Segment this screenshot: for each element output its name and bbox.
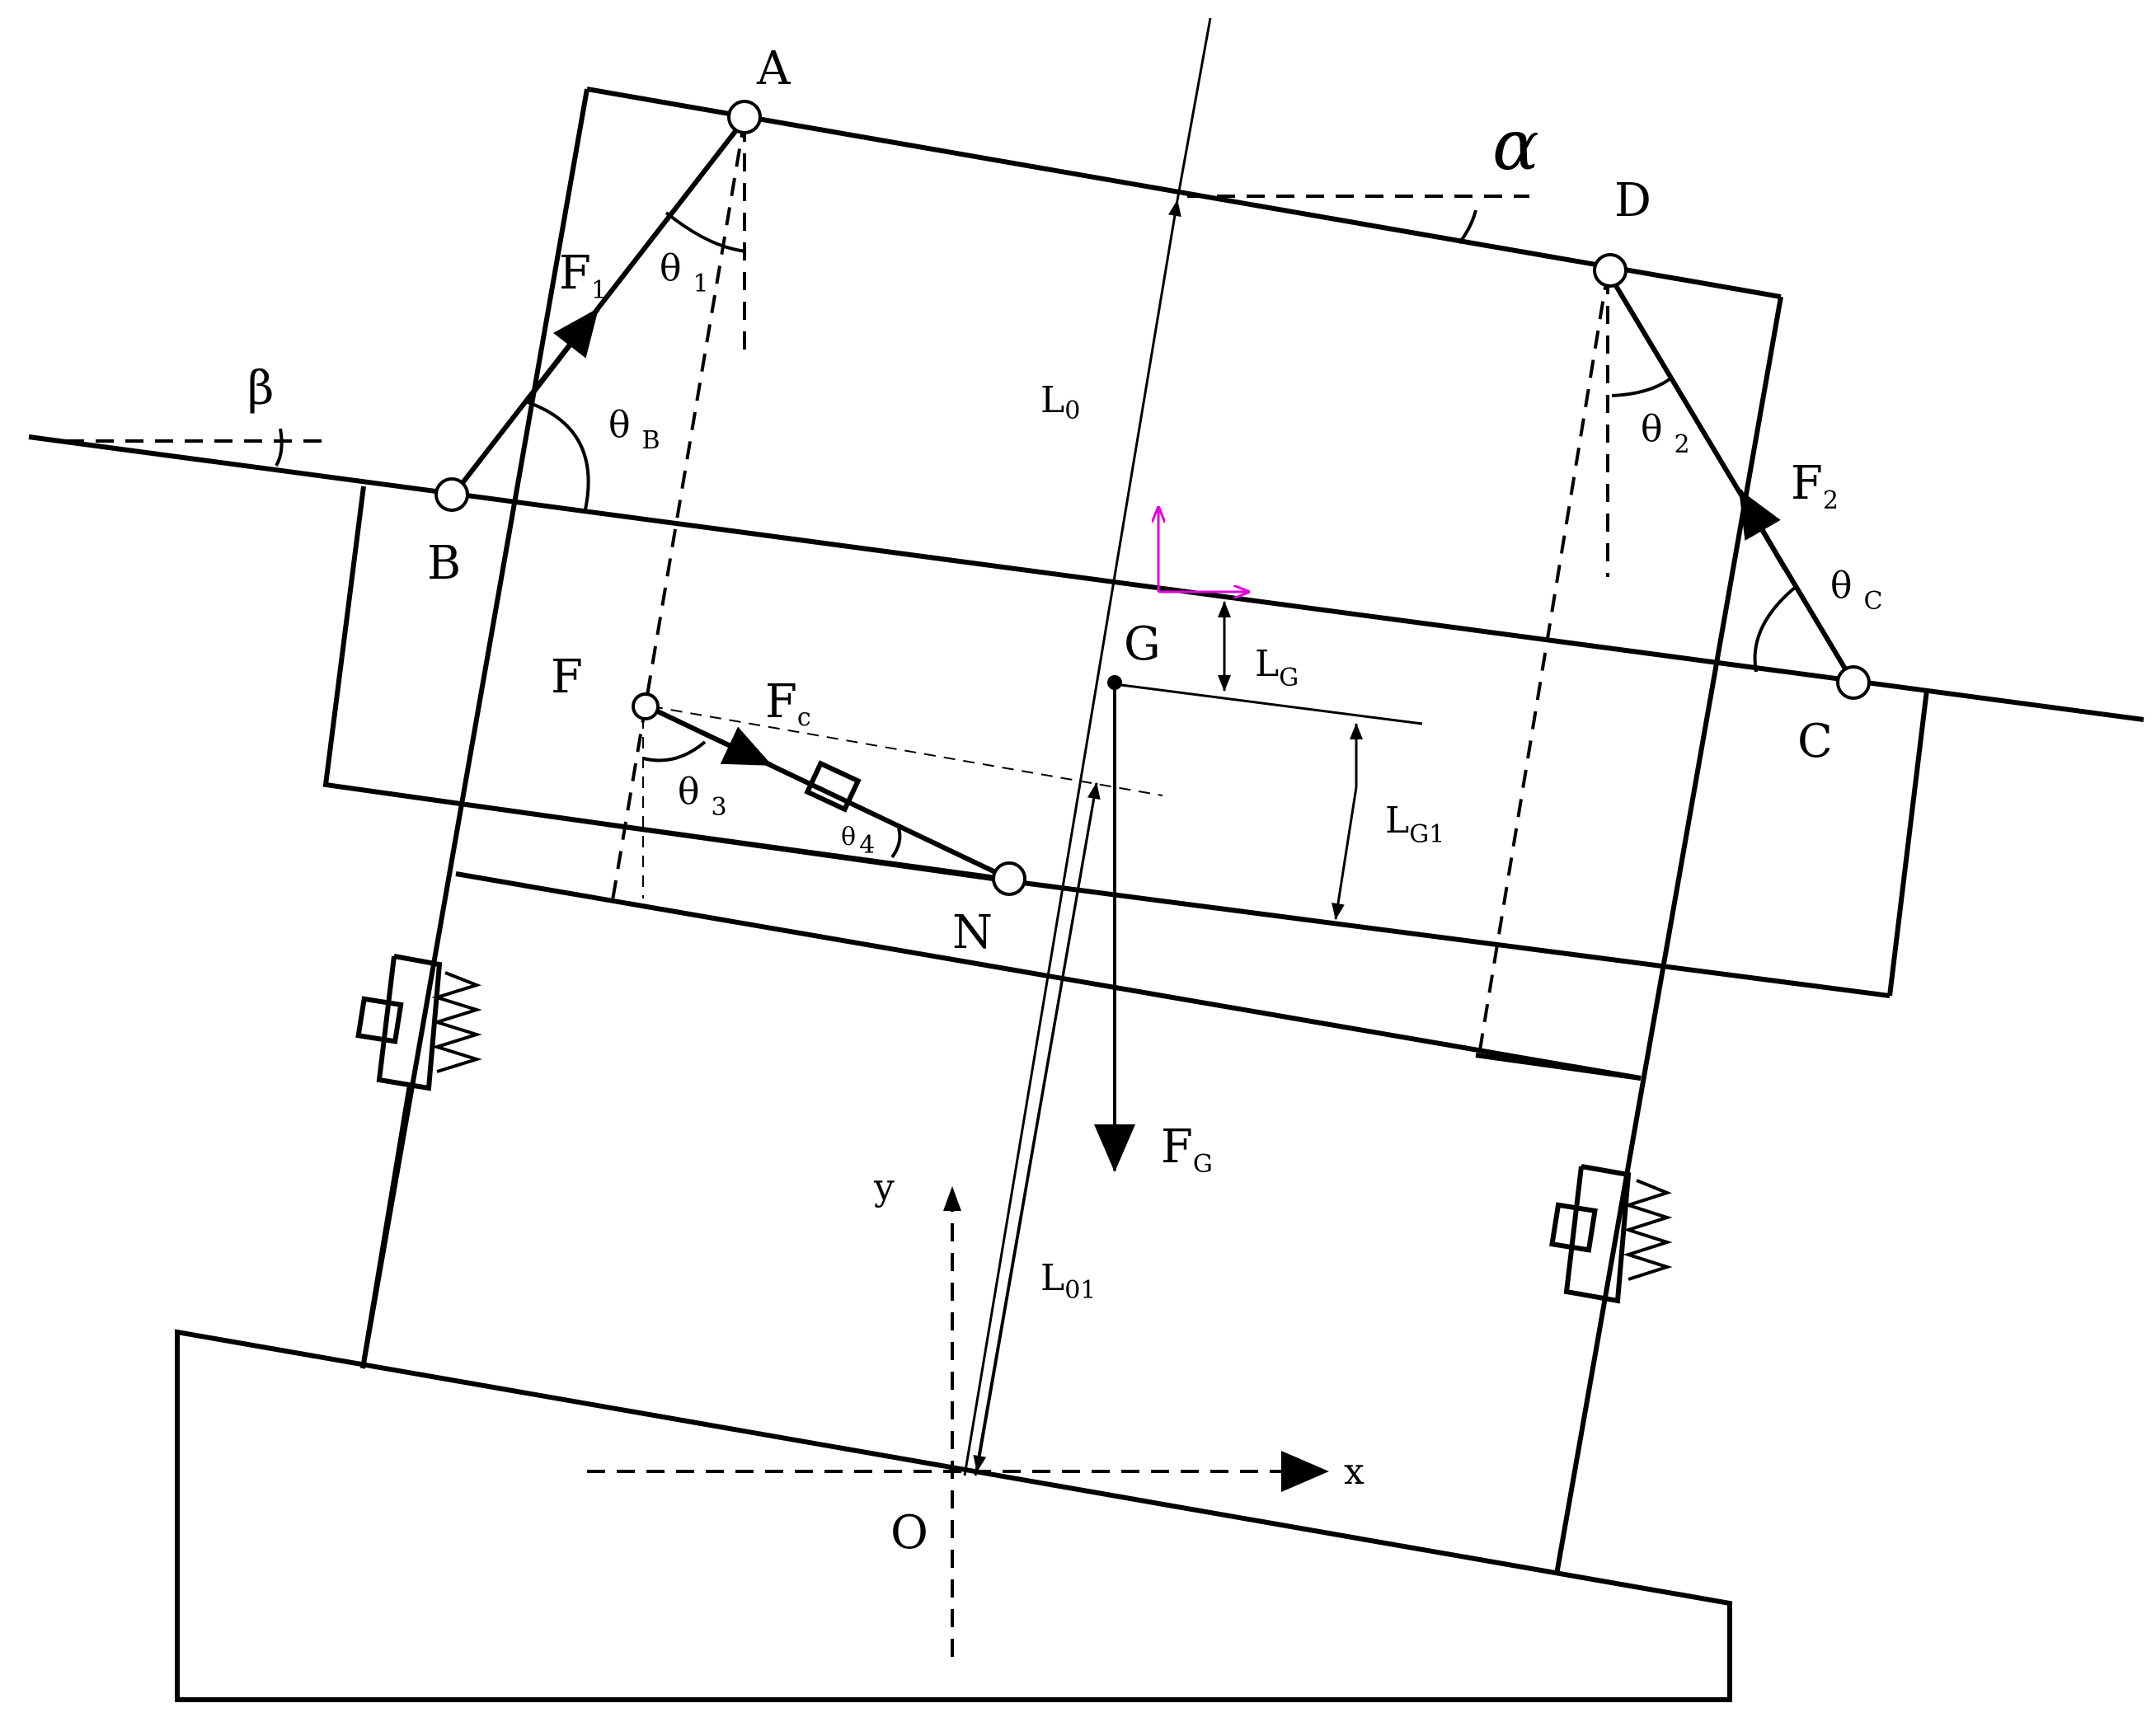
pins xyxy=(434,100,1871,896)
label-c: C xyxy=(1797,715,1833,768)
label-n: N xyxy=(952,906,993,959)
label-d: D xyxy=(1614,174,1651,228)
label-beta: β xyxy=(247,362,274,415)
angle-references xyxy=(66,124,1797,898)
label-f: F xyxy=(551,650,583,704)
label-g: G xyxy=(1124,617,1161,671)
pin-n xyxy=(992,861,1026,896)
label-o: O xyxy=(890,1506,928,1560)
pin-d xyxy=(1593,253,1628,288)
local-axes-g xyxy=(1158,507,1249,592)
label-lg: LG xyxy=(1255,643,1299,692)
label-fc: Fc xyxy=(765,675,811,732)
label-l0: L0 xyxy=(1040,379,1080,425)
damper-fn xyxy=(646,704,1009,880)
label-l01: L01 xyxy=(1040,1257,1096,1305)
pin-b xyxy=(434,477,469,512)
label-b: B xyxy=(427,537,461,590)
pin-a xyxy=(727,100,762,134)
right-spring-damper xyxy=(1549,1164,1673,1304)
hidden-edges xyxy=(610,119,1609,1056)
beam-bc xyxy=(28,434,2144,998)
pin-f xyxy=(632,692,660,720)
gravity-force xyxy=(1094,675,1135,1172)
label-y: y xyxy=(873,1166,895,1208)
pin-c xyxy=(1836,665,1871,700)
base-block xyxy=(175,1329,1732,1702)
left-spring-damper xyxy=(355,954,482,1369)
label-f2: F2 xyxy=(1791,457,1839,515)
dimension-lines xyxy=(963,17,1423,1476)
label-lg1: LG1 xyxy=(1385,800,1444,849)
label-alpha: α xyxy=(1492,105,1539,185)
link-ab xyxy=(451,118,747,496)
label-f1: F1 xyxy=(559,246,607,305)
link-dc xyxy=(1605,270,1856,684)
label-x: x xyxy=(1344,1451,1365,1493)
global-axes xyxy=(587,1186,1329,1657)
label-fg: FG xyxy=(1161,1120,1213,1179)
label-a: A xyxy=(756,42,791,96)
